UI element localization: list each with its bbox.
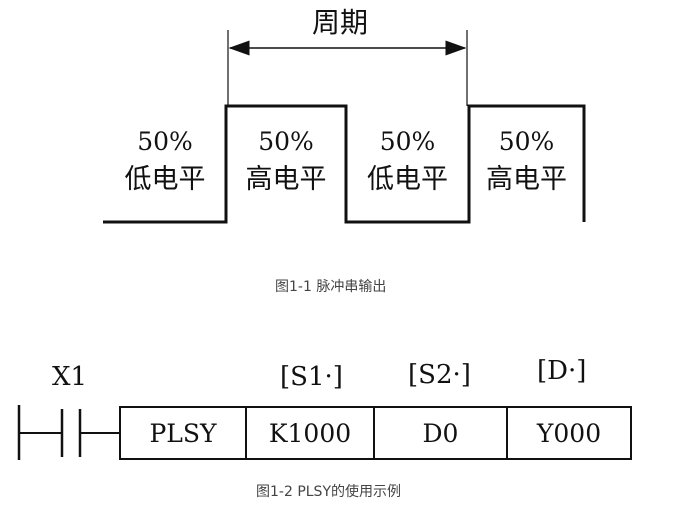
segment-1-percent: 50% xyxy=(137,127,193,156)
segment-3-level: 低电平 xyxy=(367,164,448,195)
instruction-cell-plsy: PLSY xyxy=(149,418,217,448)
segment-1-level: 低电平 xyxy=(124,164,206,195)
operand-label-s2: [S2·] xyxy=(408,360,471,390)
instruction-cell-y000: Y000 xyxy=(536,418,602,448)
operand-label-d: [D·] xyxy=(537,356,587,386)
segment-3-percent: 50% xyxy=(379,127,436,156)
operand-label-s1: [S1·] xyxy=(280,362,343,392)
contact-label-x1: X1 xyxy=(52,362,88,392)
pulse-waveform-line xyxy=(103,104,586,224)
segment-4-level: 高电平 xyxy=(486,164,567,195)
instruction-cell-k1000: K1000 xyxy=(268,418,352,448)
segment-2-level: 高电平 xyxy=(245,164,327,195)
instruction-box xyxy=(119,406,632,460)
segment-4-percent: 50% xyxy=(498,127,555,156)
figure-1-caption: 图1-1 脉冲串输出 xyxy=(275,279,387,295)
instruction-cell-d0: D0 xyxy=(422,418,459,448)
segment-2-percent: 50% xyxy=(258,127,314,156)
figure-2-caption: 图1-2 PLSY的使用示例 xyxy=(256,484,401,500)
period-label: 周期 xyxy=(311,6,368,39)
